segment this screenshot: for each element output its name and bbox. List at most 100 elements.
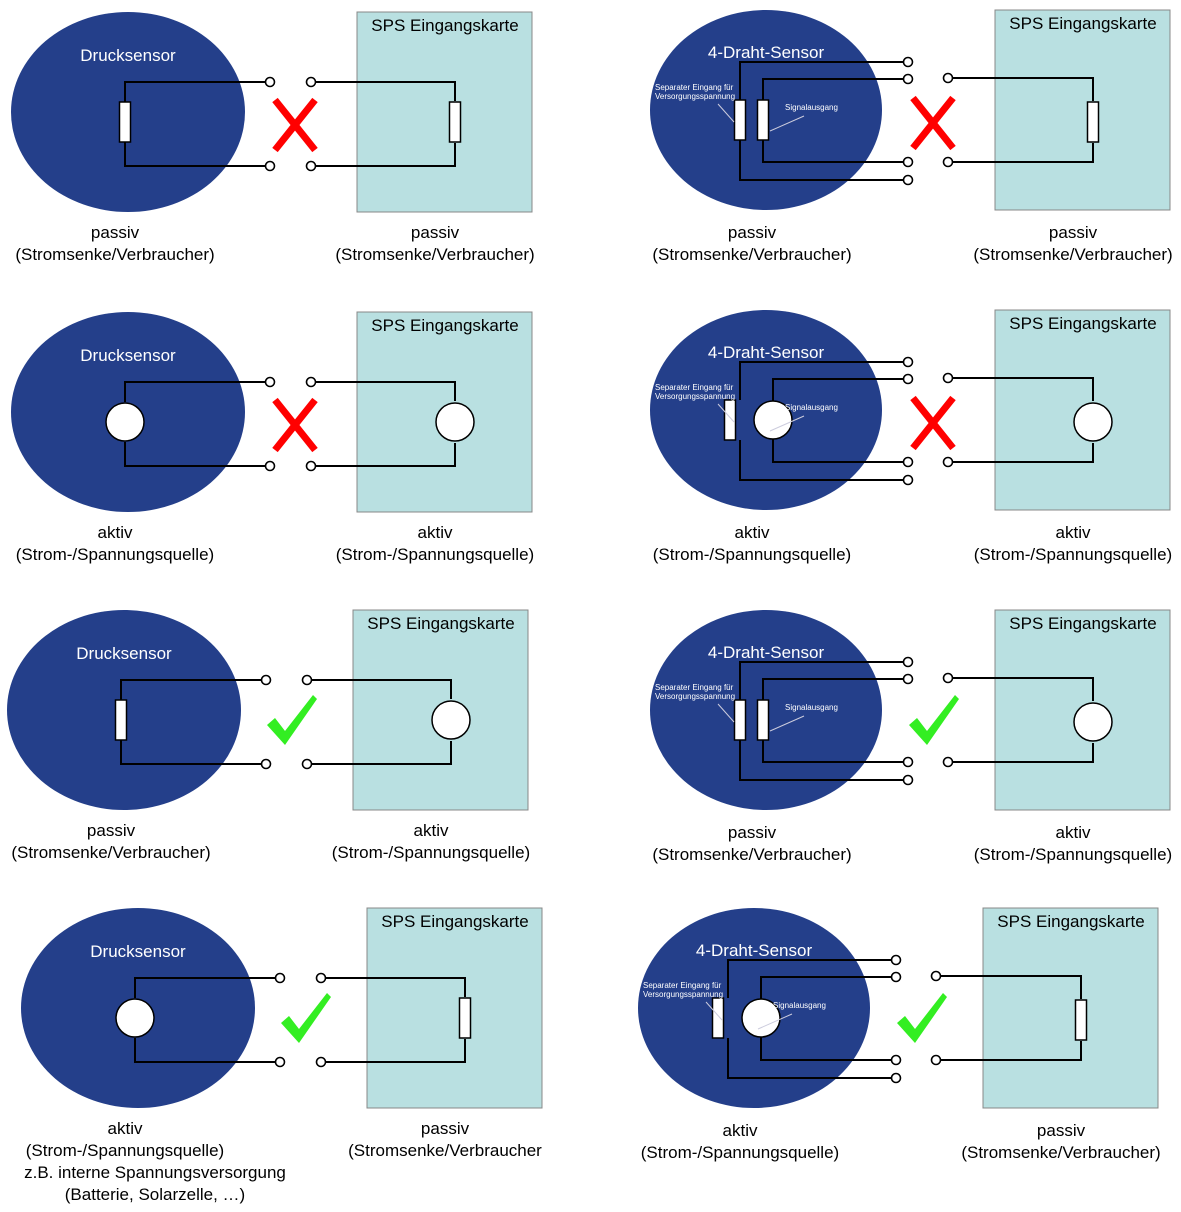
card-wires	[311, 381, 456, 467]
card-label: aktiv	[1056, 523, 1091, 542]
card-wires	[311, 81, 456, 167]
terminal	[890, 1054, 902, 1066]
sensor-label: (Batterie, Solarzelle, …)	[65, 1185, 245, 1204]
terminal	[902, 774, 914, 786]
terminal	[942, 72, 954, 84]
resistor-symbol	[448, 101, 462, 143]
sensor-wires	[739, 661, 908, 781]
terminal	[902, 673, 914, 685]
plc-input-card	[356, 11, 533, 213]
terminal	[902, 756, 914, 768]
terminal	[942, 672, 954, 684]
signal-note: Signalausgang	[785, 703, 838, 712]
terminal	[301, 758, 313, 770]
terminal	[305, 160, 317, 172]
resistor-symbol	[733, 699, 747, 741]
terminal	[930, 1054, 942, 1066]
current-source-symbol	[435, 402, 475, 442]
supply-note: Separater Eingang für	[643, 981, 722, 990]
signal-note-arrow	[769, 715, 805, 732]
resistor-symbol	[458, 997, 472, 1039]
supply-note-arrow	[705, 1001, 723, 1021]
resistor-symbol	[733, 99, 747, 141]
terminal	[890, 1072, 902, 1084]
current-source-symbol	[1073, 702, 1113, 742]
terminal	[902, 456, 914, 468]
card-title: SPS Eingangskarte	[997, 912, 1144, 931]
supply-note: Versorgungsspannung	[655, 92, 735, 101]
sensor-label: passiv	[91, 223, 140, 242]
signal-note-arrow	[769, 415, 805, 432]
card-label: (Stromsenke/Verbraucher)	[961, 1143, 1160, 1162]
sensor-label: passiv	[728, 823, 777, 842]
terminal	[264, 160, 276, 172]
terminal	[902, 656, 914, 668]
sensor-title: 4-Draht-Sensor	[708, 43, 825, 62]
card-label: passiv	[1037, 1121, 1086, 1140]
card-label: aktiv	[414, 821, 449, 840]
plc-input-card	[982, 907, 1159, 1109]
supply-note: Separater Eingang für	[655, 683, 734, 692]
checkmark-icon	[897, 993, 947, 1043]
card-label: (Stromsenke/Verbraucher)	[335, 245, 534, 264]
signal-note: Signalausgang	[785, 103, 838, 112]
sensor-label: (Stromsenke/Verbraucher)	[15, 245, 214, 264]
sensor-label: (Strom-/Spannungsquelle)	[26, 1141, 224, 1160]
current-source-symbol	[431, 700, 471, 740]
card-label: (Strom-/Spannungsquelle)	[974, 545, 1172, 564]
current-source-symbol	[105, 402, 145, 442]
resistor-symbol	[723, 399, 737, 441]
card-label: aktiv	[1056, 823, 1091, 842]
card-wires	[936, 975, 1082, 1061]
plc-input-card	[366, 907, 543, 1109]
card-title: SPS Eingangskarte	[1009, 314, 1156, 333]
terminal	[274, 972, 286, 984]
card-label: aktiv	[418, 523, 453, 542]
card-wires	[948, 677, 1094, 763]
card-label: passiv	[1049, 223, 1098, 242]
sensor-title: 4-Draht-Sensor	[696, 941, 813, 960]
supply-note: Versorgungsspannung	[655, 392, 735, 401]
terminal	[260, 674, 272, 686]
sensor-label: (Stromsenke/Verbraucher)	[652, 245, 851, 264]
supply-note-arrow	[717, 103, 735, 123]
cross-icon	[272, 97, 318, 153]
signal-note: Signalausgang	[785, 403, 838, 412]
sensor-label: (Strom-/Spannungsquelle)	[16, 545, 214, 564]
sensor-label: (Strom-/Spannungsquelle)	[641, 1143, 839, 1162]
terminal	[942, 456, 954, 468]
sensor-label: z.B. interne Spannungsversorgung	[24, 1163, 286, 1182]
card-label: passiv	[421, 1119, 470, 1138]
resistor-symbol	[1074, 999, 1088, 1041]
card-label: (Stromsenke/Verbraucher)	[973, 245, 1172, 264]
cross-icon	[272, 397, 318, 453]
terminal	[315, 972, 327, 984]
terminal	[315, 1056, 327, 1068]
sensor-label: aktiv	[98, 523, 133, 542]
terminal	[260, 758, 272, 770]
resistor-symbol	[1086, 101, 1100, 143]
checkmark-icon	[909, 695, 959, 745]
terminal	[942, 156, 954, 168]
terminal	[274, 1056, 286, 1068]
sensor-wires	[739, 61, 908, 181]
supply-note-arrow	[717, 703, 735, 723]
sensor-label: passiv	[728, 223, 777, 242]
card-title: SPS Eingangskarte	[371, 16, 518, 35]
terminal	[264, 76, 276, 88]
card-label: passiv	[411, 223, 460, 242]
card-wires	[307, 679, 452, 765]
terminal	[305, 460, 317, 472]
sensor-wires	[120, 679, 266, 765]
sensor-wires	[739, 361, 908, 481]
terminal	[305, 76, 317, 88]
supply-note: Separater Eingang für	[655, 83, 734, 92]
checkmark-icon	[281, 993, 331, 1043]
card-title: SPS Eingangskarte	[367, 614, 514, 633]
